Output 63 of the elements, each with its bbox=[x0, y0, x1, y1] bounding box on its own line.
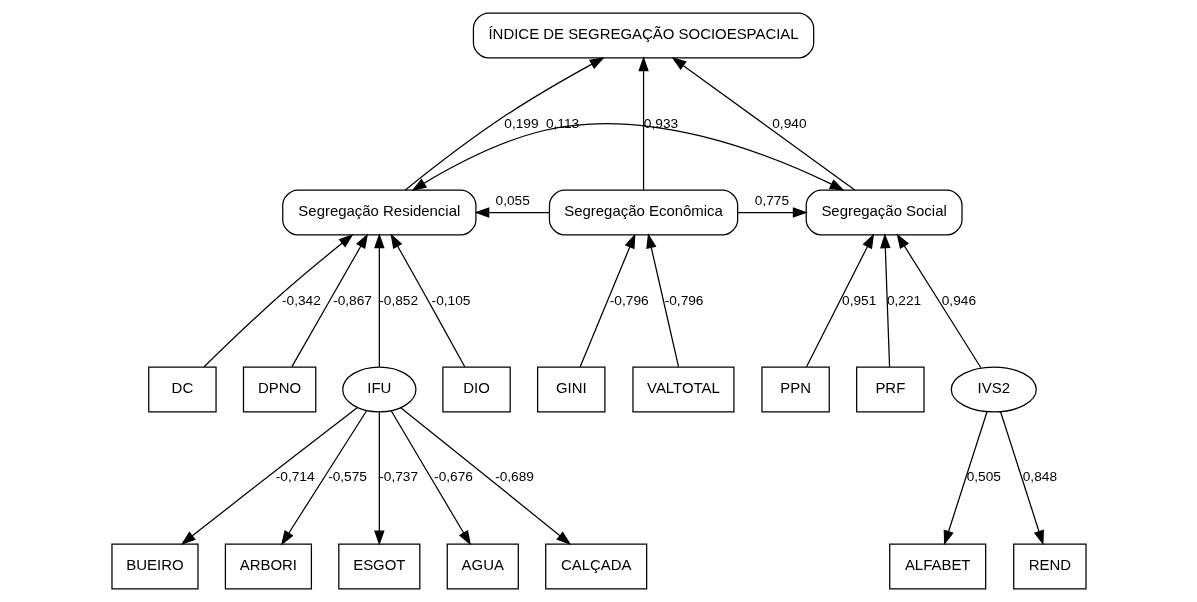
edge-label: 0,113 bbox=[545, 115, 579, 131]
arrow bbox=[203, 234, 354, 368]
arrow bbox=[373, 411, 385, 546]
node-box: CALÇADA bbox=[544, 543, 647, 590]
arrow bbox=[473, 207, 550, 218]
edge-label: 0,940 bbox=[771, 115, 807, 131]
node-box: ALFABET bbox=[888, 543, 986, 590]
node-box: VALTOTAL bbox=[631, 366, 735, 413]
edge-label: -0,714 bbox=[275, 469, 315, 485]
node-ellipse: IVS2 bbox=[950, 366, 1037, 413]
edge-label: -0,796 bbox=[609, 292, 649, 308]
arrow bbox=[645, 233, 679, 368]
arrow bbox=[943, 411, 988, 546]
arrow bbox=[637, 56, 649, 191]
arrow bbox=[736, 207, 808, 218]
edge-label: 0,199 bbox=[503, 115, 539, 131]
arrow bbox=[879, 233, 891, 368]
arrow bbox=[671, 57, 855, 191]
arrow bbox=[399, 407, 571, 545]
arrow bbox=[290, 233, 368, 368]
edge-label: -0,575 bbox=[327, 469, 367, 485]
edge-label: -0,852 bbox=[378, 292, 418, 308]
node-box: GINI bbox=[536, 366, 606, 413]
node-box: AGUA bbox=[446, 543, 519, 590]
node-box: DPNO bbox=[242, 366, 316, 413]
arrow bbox=[411, 123, 845, 191]
edge-label: -0,796 bbox=[664, 292, 703, 308]
arrow bbox=[390, 410, 471, 546]
node-box: DC bbox=[147, 366, 217, 413]
edge-label: -0,342 bbox=[281, 292, 321, 308]
node-box: PPN bbox=[760, 366, 830, 413]
node-box: REND bbox=[1012, 543, 1087, 590]
edge-label: -0,867 bbox=[332, 292, 372, 308]
arrow bbox=[373, 233, 385, 368]
arrow bbox=[180, 406, 358, 545]
arrow bbox=[805, 233, 874, 368]
node-box: ESGOT bbox=[337, 543, 420, 590]
edge-label: -0,689 bbox=[494, 469, 534, 485]
arrow bbox=[999, 411, 1044, 546]
arrow bbox=[404, 57, 605, 191]
node-box: Segregação Social bbox=[805, 189, 963, 236]
arrow bbox=[579, 233, 635, 368]
edge-label: 0,951 bbox=[841, 292, 876, 308]
edge-label: 0,946 bbox=[941, 292, 976, 308]
edge-label: 0,055 bbox=[495, 192, 530, 208]
edge-label: 0,775 bbox=[754, 192, 789, 208]
node-ellipse: IFU bbox=[341, 366, 417, 413]
arrow bbox=[896, 233, 982, 369]
arrow bbox=[389, 233, 465, 368]
node-box: ARBORI bbox=[224, 543, 312, 590]
node-box: Segregação Econômica bbox=[548, 189, 738, 236]
edge-label: 0,933 bbox=[643, 115, 678, 131]
node-box: PRF bbox=[855, 366, 925, 413]
edge-label: 0,848 bbox=[1022, 469, 1057, 485]
edge-label: 0,505 bbox=[966, 469, 1001, 485]
node-box: Segregação Residencial bbox=[281, 189, 477, 236]
edge-label: -0,676 bbox=[433, 469, 473, 485]
node-box: DIO bbox=[441, 366, 511, 413]
arrow bbox=[280, 410, 367, 546]
node-box: ÍNDICE DE SEGREGAÇÃO SOCIOESPACIAL bbox=[472, 12, 814, 59]
edge-label: -0,105 bbox=[431, 292, 470, 308]
node-box: BUEIRO bbox=[110, 543, 199, 590]
edge-label: -0,737 bbox=[378, 469, 418, 485]
